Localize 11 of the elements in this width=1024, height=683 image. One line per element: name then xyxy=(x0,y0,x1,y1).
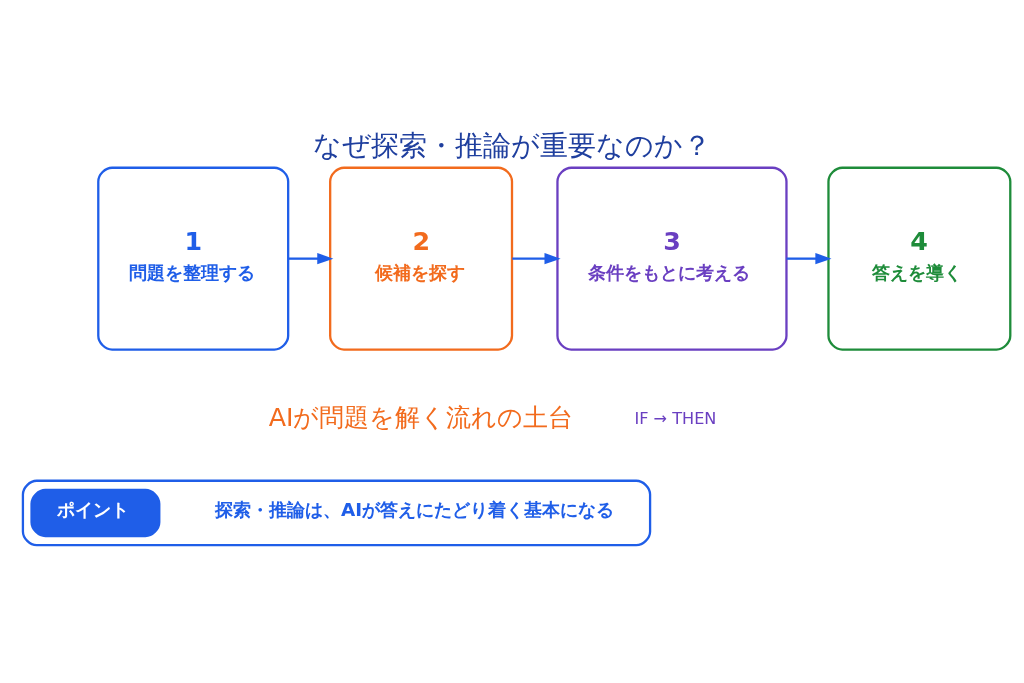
node-box: 4 答えを導く xyxy=(827,166,1012,351)
arrow xyxy=(786,253,832,265)
label: AIが問題を解く流れの土台 xyxy=(268,403,574,433)
arrow xyxy=(512,253,561,265)
arrow xyxy=(288,253,334,265)
node-box: 3 条件をもとに考える xyxy=(556,166,788,351)
node-box: ポイント xyxy=(30,488,161,538)
node-box: 1 問題を整理する xyxy=(97,166,290,351)
label: IF → THEN xyxy=(634,409,717,429)
diagram-title: なぜ探索・推論が重要なのか？ xyxy=(313,129,711,163)
node-box: 2 候補を探す xyxy=(329,166,514,351)
